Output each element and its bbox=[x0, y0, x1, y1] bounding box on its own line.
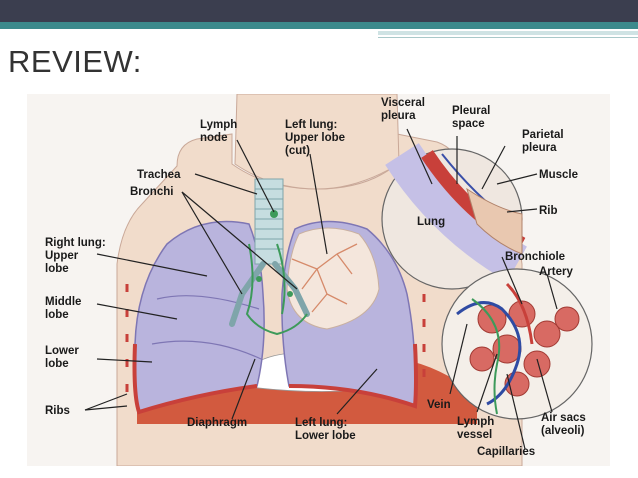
right-lung-red-edge bbox=[132, 343, 258, 415]
label-bronchiole: Bronchiole bbox=[505, 251, 565, 263]
lymph-node-dot bbox=[287, 291, 293, 297]
label-diaphragm: Diaphragm bbox=[187, 417, 247, 429]
label-capillaries: Capillaries bbox=[477, 446, 535, 458]
label-rib: Rib bbox=[539, 205, 558, 217]
pleura-inset bbox=[381, 143, 528, 290]
bronchial-tree-cut bbox=[291, 243, 358, 313]
label-artery: Artery bbox=[539, 266, 573, 278]
label-vein: Vein bbox=[427, 399, 451, 411]
label-air-sacs: Air sacs(alveoli) bbox=[541, 412, 586, 437]
right-lung-fissure-1 bbox=[156, 295, 260, 310]
slide-title: REVIEW: bbox=[8, 44, 142, 79]
label-left-lung-upper: Left lung:Upper lobe(cut) bbox=[285, 119, 345, 157]
lymph-node-dot bbox=[256, 276, 262, 282]
label-left-lung-lower: Left lung:Lower lobe bbox=[295, 417, 356, 442]
header-accent-line bbox=[378, 37, 638, 38]
left-lung-upper-cut bbox=[286, 227, 380, 330]
alveoli-inset bbox=[441, 268, 593, 420]
header-accent-stripe bbox=[0, 22, 638, 29]
label-muscle: Muscle bbox=[539, 169, 578, 181]
left-lung-red-edge bbox=[288, 343, 418, 409]
top-header-bar bbox=[0, 0, 638, 22]
neck bbox=[234, 94, 400, 190]
lymph-node-dot bbox=[270, 210, 278, 218]
header-accent-light bbox=[378, 31, 638, 35]
label-bronchi: Bronchi bbox=[130, 186, 173, 198]
trachea-rings bbox=[255, 188, 283, 250]
label-ribs: Ribs bbox=[45, 405, 70, 417]
right-lung-fissure-2 bbox=[151, 340, 262, 360]
label-lung: Lung bbox=[417, 216, 445, 228]
lymph-vessels bbox=[245, 243, 308, 336]
leader-lines bbox=[84, 128, 558, 450]
label-trachea: Trachea bbox=[137, 169, 181, 181]
